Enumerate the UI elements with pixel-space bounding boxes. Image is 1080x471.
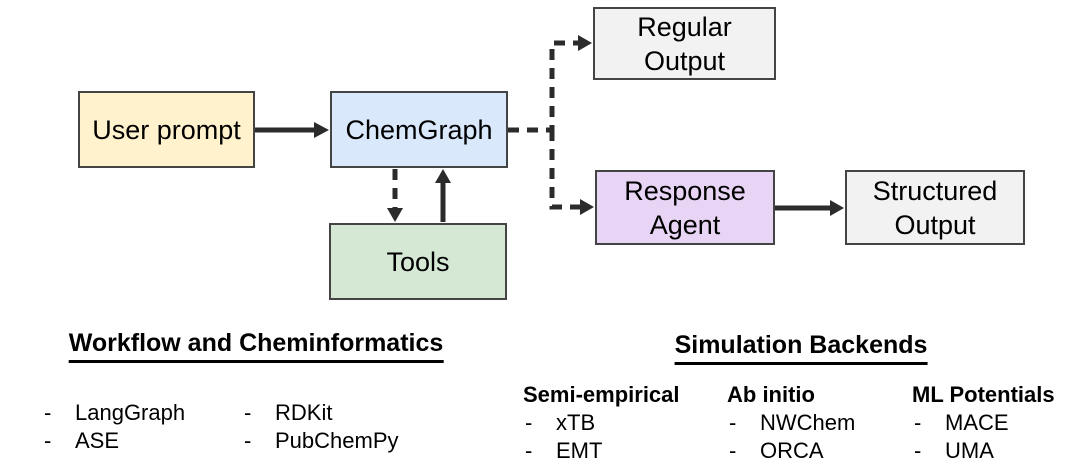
list-item-label: LangGraph [75, 400, 186, 425]
list-item-label: xTB [556, 410, 596, 435]
list-item: - RDKit [242, 399, 399, 427]
bullet-dash: - [244, 400, 252, 425]
bullet-dash: - [729, 438, 737, 463]
list-item-label: PubChemPy [275, 428, 399, 453]
backends-column-header: ML Potentials [912, 382, 1055, 407]
node-structured-output-label: Structured Output [872, 175, 998, 240]
node-regular-output: Regular Output [593, 7, 776, 80]
list-item: - UMA [912, 437, 1055, 465]
arrow-chemgraph-to-regular-output [508, 35, 592, 133]
list-item: - NWChem [727, 409, 855, 437]
list-item: - LangGraph [42, 399, 185, 427]
bullet-dash: - [525, 410, 533, 435]
list-item: - ORCA [727, 437, 855, 465]
bullet-dash: - [44, 400, 52, 425]
list-item-label: ASE [75, 428, 120, 453]
arrow-chemgraph-to-response-agent [549, 130, 594, 215]
backends-section-title: Simulation Backends [674, 331, 928, 365]
list-item-label: ORCA [760, 438, 824, 463]
bullet-dash: - [729, 410, 737, 435]
list-item: - MACE [912, 409, 1055, 437]
backends-column-ml-potentials: ML Potentials - MACE - UMA [912, 381, 1055, 465]
bullet-dash: - [244, 428, 252, 453]
node-user-prompt: User prompt [78, 91, 255, 168]
list-item-label: EMT [556, 438, 603, 463]
node-tools: Tools [329, 223, 507, 300]
backends-column-ab-initio: Ab initio - NWChem - ORCA [727, 381, 855, 465]
workflow-list-column-2: - RDKit - PubChemPy [242, 399, 399, 455]
list-item: - EMT [523, 437, 680, 465]
node-response-agent-label: Response Agent [624, 175, 746, 240]
backends-column-semi-empirical: Semi-empirical - xTB - EMT [523, 381, 680, 465]
node-response-agent: Response Agent [595, 170, 775, 245]
bullet-dash: - [914, 438, 922, 463]
node-tools-label: Tools [386, 246, 450, 277]
arrow-chemgraph-to-tools [387, 169, 403, 222]
workflow-section-title: Workflow and Cheminformatics [68, 329, 444, 363]
list-item-label: RDKit [275, 400, 333, 425]
bullet-dash: - [914, 410, 922, 435]
arrow-tools-to-chemgraph [435, 169, 451, 222]
node-regular-output-label: Regular Output [637, 11, 732, 76]
node-structured-output: Structured Output [845, 170, 1025, 245]
list-item: - ASE [42, 427, 185, 455]
bullet-dash: - [44, 428, 52, 453]
node-user-prompt-label: User prompt [92, 114, 241, 145]
arrow-response-agent-to-structured-output [775, 200, 844, 216]
backends-column-header: Ab initio [727, 382, 815, 407]
list-item: - xTB [523, 409, 680, 437]
node-chemgraph-label: ChemGraph [345, 114, 493, 145]
backends-column-header: Semi-empirical [523, 382, 680, 407]
node-chemgraph: ChemGraph [330, 91, 508, 168]
workflow-list-column-1: - LangGraph - ASE [42, 399, 185, 455]
bullet-dash: - [525, 438, 533, 463]
list-item-label: UMA [945, 438, 994, 463]
list-item: - PubChemPy [242, 427, 399, 455]
list-item-label: MACE [945, 410, 1009, 435]
list-item-label: NWChem [760, 410, 856, 435]
arrow-user-prompt-to-chemgraph [255, 122, 329, 138]
